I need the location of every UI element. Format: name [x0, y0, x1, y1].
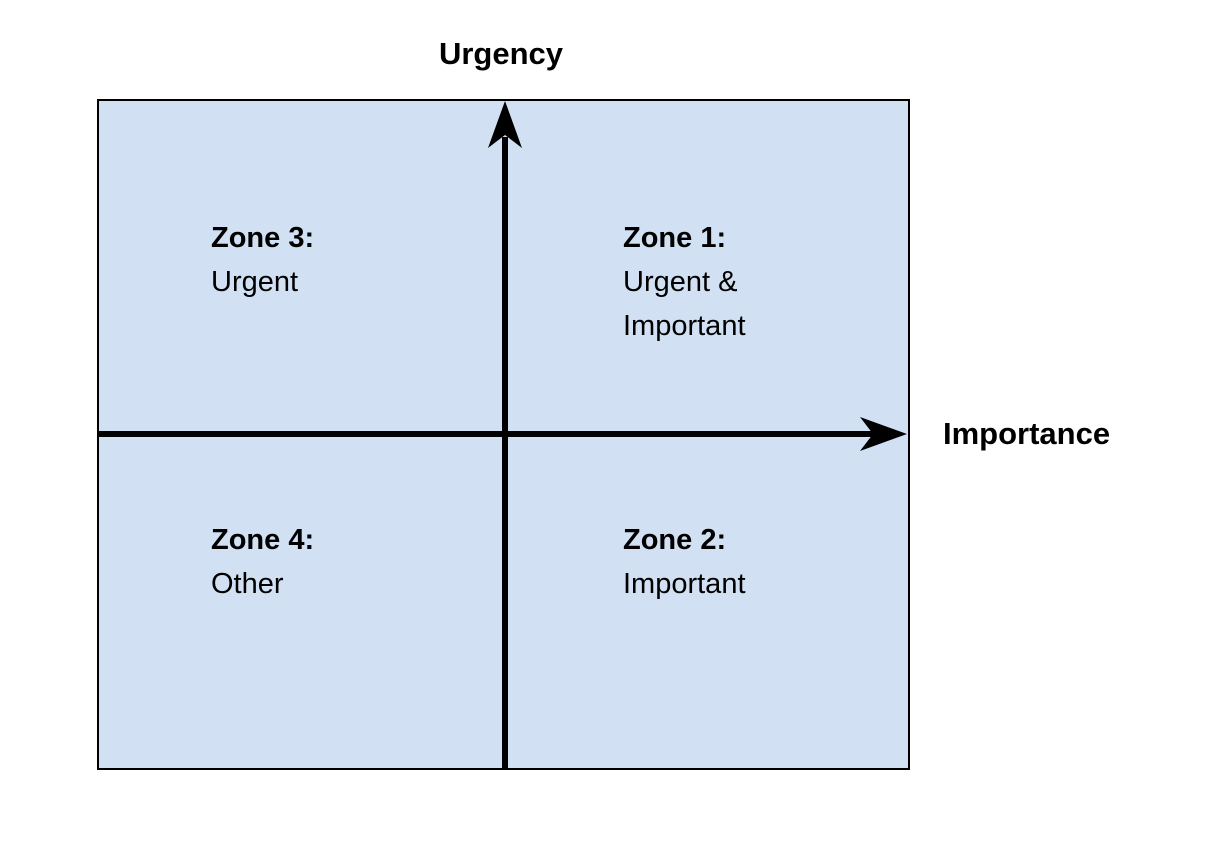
zone-1-label: Zone 1: Urgent & Important	[623, 216, 746, 348]
zone-2-subtitle: Important	[623, 568, 746, 600]
zone-1-subtitle-line-1: Urgent &	[623, 266, 738, 298]
urgency-axis-title: Urgency	[438, 36, 564, 71]
zone-3-title: Zone 3:	[211, 222, 315, 254]
importance-axis-arrowhead-icon	[860, 417, 907, 451]
zone-3-label: Zone 3: Urgent	[211, 216, 314, 304]
zone-1-title: Zone 1:	[623, 222, 727, 254]
zone-4-title: Zone 4:	[211, 524, 315, 556]
zone-2-title: Zone 2:	[623, 524, 727, 556]
urgency-axis-arrowhead-icon	[488, 101, 522, 148]
zone-4-label: Zone 4: Other	[211, 518, 314, 606]
zone-4-subtitle: Other	[211, 568, 284, 600]
zone-1-subtitle-line-2: Important	[623, 310, 746, 342]
zone-3-subtitle: Urgent	[211, 266, 299, 298]
importance-axis-title: Importance	[943, 416, 1111, 451]
zone-2-label: Zone 2: Important	[623, 518, 746, 606]
